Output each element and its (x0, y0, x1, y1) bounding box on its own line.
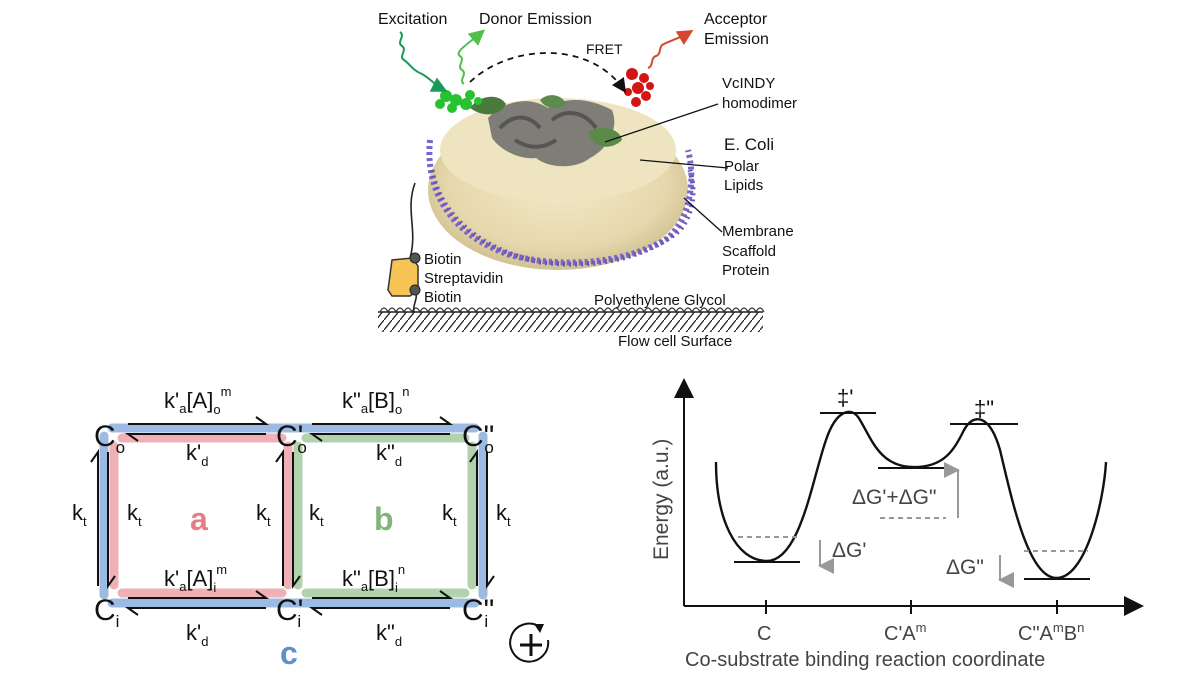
ts2-label: ‡" (974, 396, 994, 421)
acceptor-label-2: Emission (704, 31, 769, 48)
state-cprime-o: C'o (276, 420, 307, 457)
rate-kd-outside: k'd (186, 440, 208, 469)
streptavidin-label: Streptavidin (424, 270, 503, 287)
nanodisc-illustration: Excitation Donor Emission FRET Acceptor … (378, 11, 797, 350)
energy-diagram: ΔG' ΔG'+ΔG" ΔG" ‡' ‡" Energy (a.u.) C C'… (650, 378, 1144, 671)
peg-label: Polyethylene Glycol (594, 292, 726, 309)
ecoli-label-3: Lipids (724, 177, 763, 194)
donor-fluorophore (435, 90, 482, 113)
cycle-edges (99, 423, 488, 608)
vcindy-label-1: VcINDY (722, 75, 775, 92)
peg-brush (379, 307, 765, 314)
rate-kdb-outside: k"d (376, 440, 402, 469)
clockwise-cycle-icon (509, 622, 550, 663)
rate-kd-inside: k'd (186, 620, 208, 649)
fret-label: FRET (586, 41, 623, 57)
ecoli-label-2: Polar (724, 158, 759, 175)
rate-kb-inside: k"a[B]in (342, 562, 405, 595)
ts1-label: ‡' (837, 385, 853, 410)
cycle-b-label: b (374, 501, 394, 537)
rate-kt-4: kt (309, 500, 324, 529)
delta-g1-label: ΔG' (832, 539, 866, 562)
state-cdouble-i: C"i (462, 594, 494, 631)
rate-ka-outside: k'a[A]om (164, 384, 231, 417)
cycle-a-label: a (190, 501, 208, 537)
fret-arrow (469, 52, 627, 93)
acceptor-label-1: Acceptor (704, 11, 768, 28)
tick-cab: C"AmBn (1018, 620, 1084, 645)
delta-g12-label: ΔG'+ΔG" (852, 486, 936, 509)
excitation-label: Excitation (378, 11, 447, 28)
x-axis-label: Co-substrate binding reaction coordinate (685, 649, 1045, 671)
kinetic-scheme: Co C'o C"o Ci C'i C"i k'a[A]om k'd k"a[B… (72, 384, 550, 671)
rate-kt-6: kt (496, 500, 511, 529)
biotin-label-1: Biotin (424, 251, 462, 268)
peg-tether (409, 182, 416, 259)
flow-cell-surface (378, 312, 763, 332)
rate-kt-5: kt (442, 500, 457, 529)
acceptor-fluorophore (624, 68, 654, 107)
delta-g2-label: ΔG" (946, 556, 984, 579)
tick-ca: C'Am (884, 620, 926, 645)
rate-ka-inside: k'a[A]im (164, 562, 227, 595)
state-cprime-i: C'i (276, 594, 303, 631)
rate-kb-outside: k"a[B]on (342, 384, 409, 417)
cycle-c-label: c (280, 635, 298, 671)
surface-label: Flow cell Surface (618, 333, 732, 350)
ecoli-label-1: E. Coli (724, 135, 774, 154)
biotin-label-2: Biotin (424, 289, 462, 306)
donor-emission-arrow (457, 29, 486, 85)
rate-kt-1: kt (72, 500, 87, 529)
equilibrium-arrows (90, 416, 495, 616)
biotin-dot-top (409, 252, 421, 264)
rate-kt-2: kt (127, 500, 142, 529)
biotin-dot-bottom (409, 284, 421, 296)
rate-kt-3: kt (256, 500, 271, 529)
donor-emission-label: Donor Emission (479, 11, 592, 28)
state-cdouble-o: C"o (462, 420, 494, 457)
acceptor-emission-arrow (647, 29, 694, 69)
state-c-o: Co (94, 420, 125, 457)
msp-label-2: Scaffold (722, 243, 776, 260)
rate-kdb-inside: k"d (376, 620, 402, 649)
y-axis-label: Energy (a.u.) (650, 439, 673, 560)
vcindy-label-2: homodimer (722, 95, 797, 112)
msp-label-1: Membrane (722, 223, 794, 240)
tick-c: C (757, 623, 771, 645)
state-c-i: Ci (94, 594, 119, 631)
msp-label-3: Protein (722, 262, 770, 279)
excitation-arrow (399, 31, 448, 92)
